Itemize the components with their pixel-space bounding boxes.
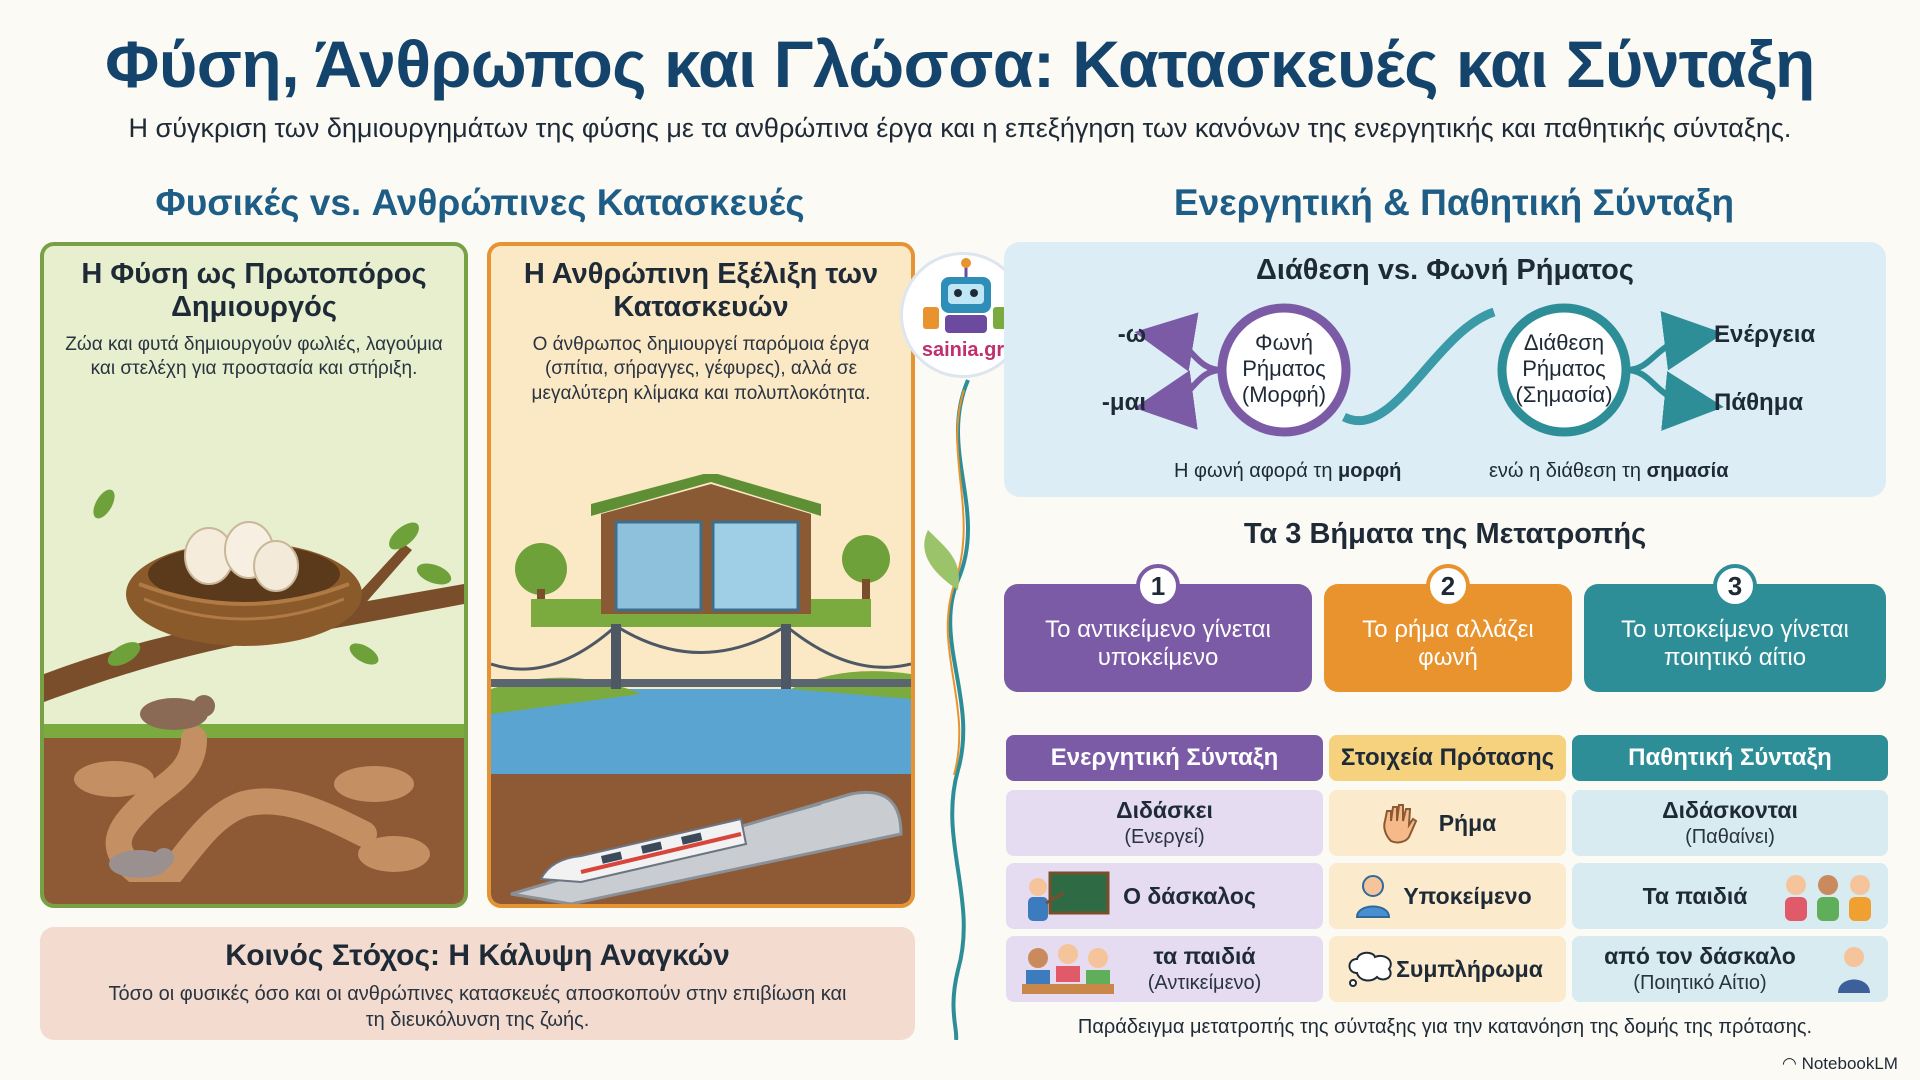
- table-row-2-element: Υποκείμενο: [1329, 863, 1566, 929]
- caption-voice-form: Η φωνή αφορά τη μορφή: [1174, 460, 1402, 482]
- nature-panel-text: Ζώα και φυτά δημιουργούν φωλιές, λαγούμι…: [65, 333, 443, 380]
- voice-vs-mood-box: Διάθεση vs. Φωνή Ρήματος Φωνή Ρήματος (Μ…: [1004, 242, 1886, 497]
- meaning-suffering: Πάθημα: [1714, 389, 1803, 416]
- table-row-3-passive: από τον δάσκαλο (Ποιητικό Αίτιο): [1572, 936, 1888, 1002]
- children-icon: [1785, 875, 1871, 921]
- notebooklm-brand: ◠ NotebookLM: [1782, 1054, 1898, 1073]
- step-1-card: 1 Το αντικείμενο γίνεται υποκείμενο: [1004, 564, 1312, 692]
- step-2-card: 2 Το ρήμα αλλάζει φωνή: [1324, 564, 1572, 692]
- left-circle-line-3: (Μορφή): [1242, 382, 1326, 407]
- step-1-text: Το αντικείμενο γίνεται υποκείμενο: [1045, 616, 1271, 671]
- voice-box-title: Διάθεση vs. Φωνή Ρήματος: [1256, 254, 1634, 286]
- left-circle-line-2: Ρήματος: [1242, 356, 1326, 381]
- header-passive-syntax: Παθητική Σύνταξη: [1572, 735, 1888, 781]
- leaf-icon: [924, 530, 959, 590]
- meaning-action: Ενέργεια: [1714, 321, 1815, 348]
- nature-panel-title: Η Φύση ως Πρωτοπόρος Δημιουργός: [81, 258, 427, 324]
- ending-passive: -μαι: [1102, 389, 1146, 416]
- header-active-syntax: Ενεργητική Σύνταξη: [1006, 735, 1323, 781]
- step-1-number: 1: [1136, 564, 1180, 608]
- page-title: Φύση, Άνθρωπος και Γλώσσα: Κατασκευές κα…: [105, 27, 1815, 101]
- person-icon: [1355, 875, 1391, 918]
- step-2-number: 2: [1426, 564, 1470, 608]
- common-goal-text: Τόσο οι φυσικές όσο και οι ανθρώπινες κα…: [108, 983, 847, 1031]
- step-2-text: Το ρήμα αλλάζει φωνή: [1362, 616, 1534, 671]
- human-panel-title: Η Ανθρώπινη Εξέλιξη των Κατασκευών: [523, 258, 879, 324]
- right-circle-line-1: Διάθεση: [1524, 330, 1604, 355]
- nature-illustration: [44, 474, 464, 904]
- table-row-2-active: Ο δάσκαλος: [1006, 863, 1323, 929]
- table-row-1-active: Διδάσκει (Ενεργεί): [1006, 790, 1323, 856]
- common-goal-title: Κοινός Στόχος: Η Κάλυψη Αναγκών: [225, 939, 730, 972]
- sainia-label: sainia.gr: [921, 339, 1005, 361]
- nature-panel: Η Φύση ως Πρωτοπόρος Δημιουργός Ζώα και …: [40, 242, 468, 908]
- table-row-3-active: τα παιδιά (Αντικείμενο): [1006, 936, 1323, 1002]
- page-subtitle: Η σύγκριση των δημιουργημάτων της φύσης …: [128, 113, 1792, 143]
- table-row-3-element: Συμπλήρωμα: [1329, 936, 1566, 1002]
- teacher-person-icon: [1838, 947, 1870, 993]
- right-circle-line-2: Ρήματος: [1522, 356, 1606, 381]
- common-goal-box: Κοινός Στόχος: Η Κάλυψη Αναγκών Τόσο οι …: [40, 927, 915, 1040]
- right-circle-line-3: (Σημασία): [1515, 382, 1612, 407]
- steps-title: Τα 3 Βήματα της Μετατροπής: [1243, 518, 1647, 550]
- step-3-text: Το υποκείμενο γίνεται ποιητικό αίτιο: [1621, 616, 1849, 671]
- thought-bubble-icon: [1348, 951, 1392, 987]
- step-3-card: 3 Το υποκείμενο γίνεται ποιητικό αίτιο: [1584, 564, 1886, 692]
- table-row-1-passive: Διδάσκονται (Παθαίνει): [1572, 790, 1888, 856]
- human-panel-text: Ο άνθρωπος δημιουργεί παρόμοια έργα (σπί…: [531, 333, 871, 405]
- ending-active: -ω: [1118, 321, 1146, 348]
- section-heading-syntax: Ενεργητική & Παθητική Σύνταξη: [1173, 182, 1735, 223]
- table-row-1-element: Ρήμα: [1329, 790, 1566, 856]
- step-3-number: 3: [1713, 564, 1757, 608]
- section-heading-constructions: Φυσικές vs. Ανθρώπινες Κατασκευές: [155, 182, 805, 223]
- header-sentence-elements: Στοιχεία Πρότασης: [1329, 735, 1566, 781]
- table-row-2-passive: Τα παιδιά: [1572, 863, 1888, 929]
- robot-icon: [923, 258, 1009, 333]
- human-illustration: [491, 474, 911, 904]
- students-icon: [1022, 944, 1114, 994]
- vine-divider: [924, 379, 970, 1040]
- hand-icon: [1383, 804, 1418, 844]
- left-circle-line-1: Φωνή: [1255, 330, 1313, 355]
- human-panel: Η Ανθρώπινη Εξέλιξη των Κατασκευών Ο άνθ…: [487, 242, 915, 908]
- teacher-icon: [1028, 871, 1110, 921]
- notebooklm-logo-icon: ◠: [1782, 1054, 1797, 1073]
- table-footnote: Παράδειγμα μετατροπής της σύνταξης για τ…: [1077, 1016, 1813, 1038]
- caption-mood-meaning: ενώ η διάθεση τη σημασία: [1489, 460, 1729, 482]
- voice-mood-diagram: Φωνή Ρήματος (Μορφή) Διάθεση Ρήματος (Ση…: [1102, 303, 1815, 437]
